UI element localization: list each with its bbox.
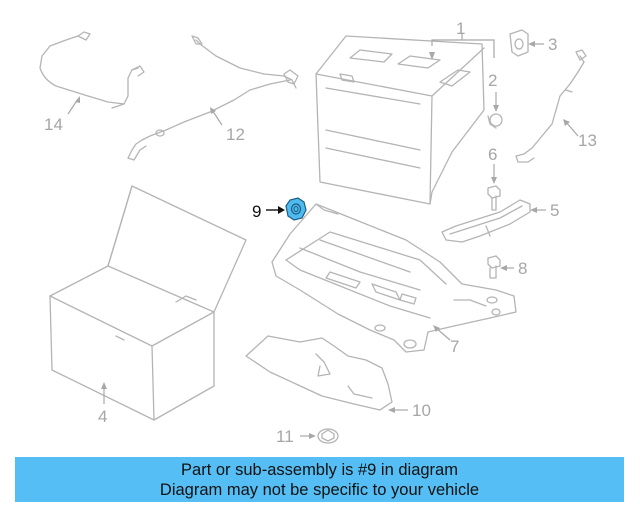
svg-text:5: 5 [550, 201, 559, 220]
part-11-nut [317, 428, 339, 444]
part-7-tray [271, 203, 517, 353]
part-9-nut-highlighted [285, 197, 307, 221]
callout-8: 8 [500, 259, 527, 278]
part-4-cover [49, 185, 247, 421]
svg-text:13: 13 [578, 131, 597, 150]
part-5-clamp [441, 199, 531, 243]
svg-text:11: 11 [276, 427, 294, 446]
part-12-cable [127, 35, 299, 161]
svg-text:2: 2 [488, 71, 497, 90]
svg-text:6: 6 [488, 145, 497, 164]
info-banner: Part or sub-assembly is #9 in diagram Di… [15, 457, 624, 502]
parts-diagram: 14 12 1 2 [39, 19, 597, 446]
part-13-cable [515, 49, 587, 163]
banner-line-2: Diagram may not be specific to your vehi… [159, 481, 480, 499]
callout-6: 6 [488, 145, 497, 184]
svg-text:7: 7 [450, 337, 459, 356]
callout-14: 14 [44, 96, 80, 134]
part-1-battery [315, 35, 485, 205]
svg-text:1: 1 [456, 19, 465, 38]
part-14-cable [39, 31, 145, 109]
svg-text:10: 10 [412, 401, 431, 420]
callout-11: 11 [276, 427, 316, 446]
svg-text:9: 9 [252, 202, 261, 221]
part-6-bolt [487, 185, 501, 211]
callout-4: 4 [98, 382, 107, 426]
part-2-clip [487, 113, 503, 129]
svg-text:8: 8 [518, 259, 527, 278]
svg-text:4: 4 [98, 407, 107, 426]
callout-2: 2 [488, 71, 499, 112]
callout-9: 9 [252, 202, 285, 221]
callout-1: 1 [429, 19, 495, 60]
callout-13: 13 [563, 119, 597, 150]
callout-5: 5 [530, 201, 559, 220]
part-8-bolt [487, 255, 501, 279]
callout-3: 3 [528, 35, 557, 54]
banner-line-1: Part or sub-assembly is #9 in diagram [181, 461, 458, 479]
svg-text:3: 3 [548, 35, 557, 54]
part-10-pad [245, 335, 393, 411]
callout-7: 7 [433, 325, 459, 356]
svg-text:14: 14 [44, 115, 63, 134]
svg-text:12: 12 [226, 125, 245, 144]
callout-12: 12 [210, 107, 245, 144]
callout-10: 10 [388, 401, 431, 420]
part-3-cap [509, 29, 529, 57]
